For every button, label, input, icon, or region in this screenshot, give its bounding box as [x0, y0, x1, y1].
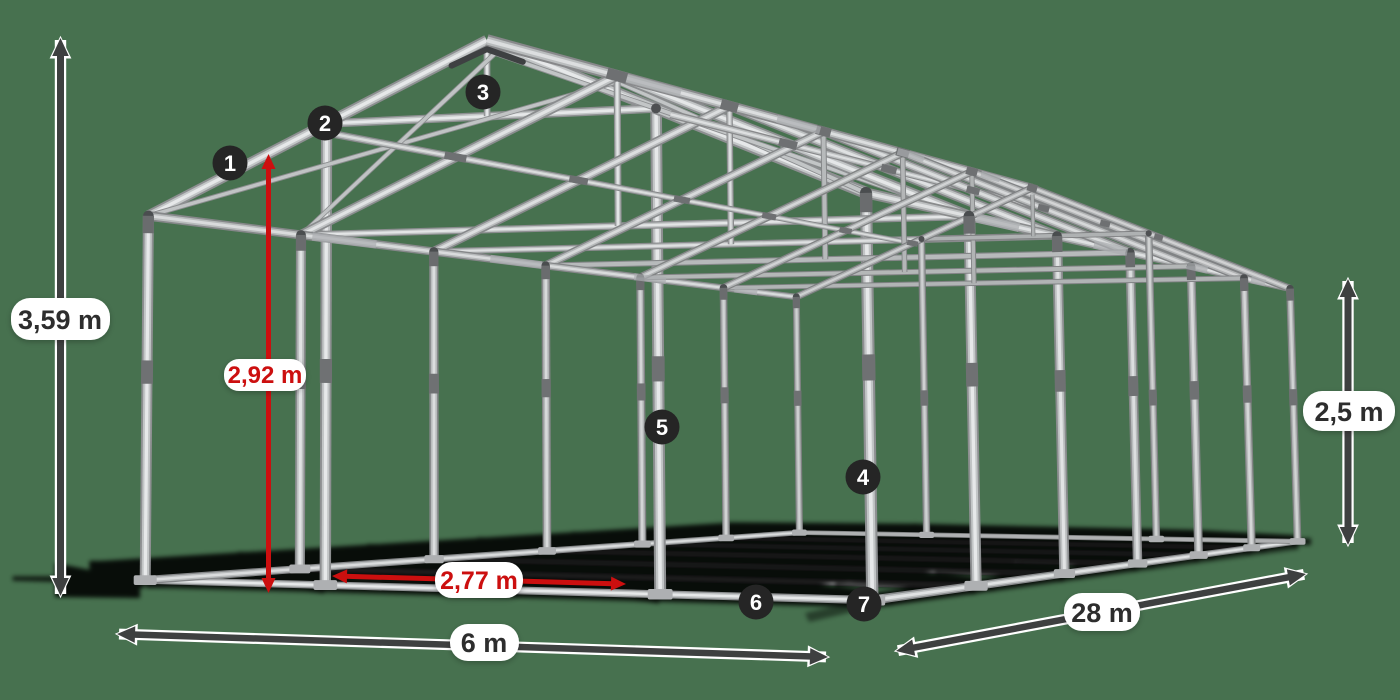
svg-text:5: 5 [656, 415, 668, 440]
svg-text:2,77 m: 2,77 m [440, 567, 518, 595]
svg-text:6 m: 6 m [461, 628, 508, 658]
svg-text:7: 7 [858, 592, 870, 617]
svg-text:3: 3 [477, 80, 489, 105]
svg-text:28 m: 28 m [1071, 598, 1133, 628]
svg-text:2,92 m: 2,92 m [228, 362, 303, 389]
svg-text:1: 1 [224, 151, 236, 176]
svg-text:2: 2 [319, 111, 331, 136]
svg-text:4: 4 [857, 465, 870, 490]
svg-text:2,5 m: 2,5 m [1314, 397, 1383, 427]
svg-text:3,59 m: 3,59 m [18, 305, 102, 335]
svg-text:6: 6 [750, 590, 762, 615]
